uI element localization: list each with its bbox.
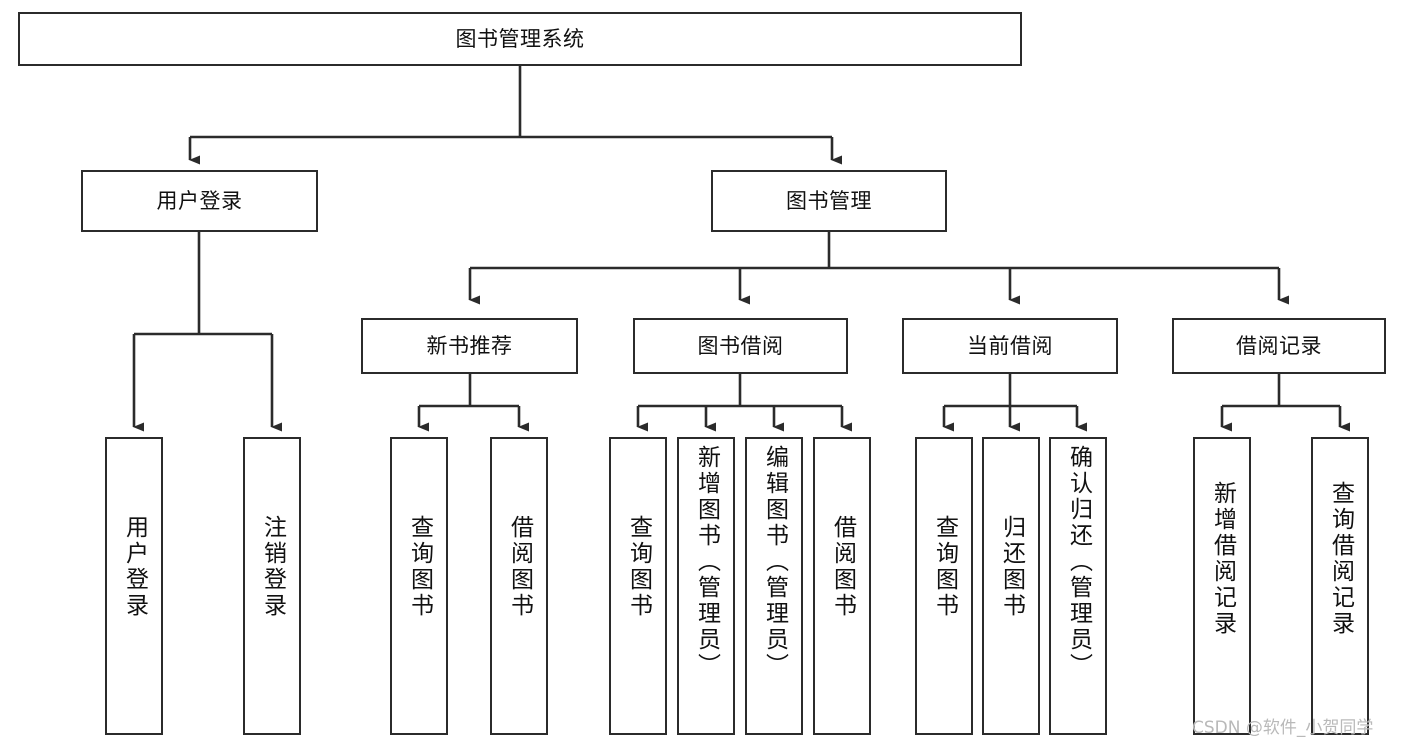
leaf-user-login-login[interactable]: 用户登录 [105,437,163,735]
node-label: 当前借阅 [967,333,1053,358]
leaf-new-book-borrow-book[interactable]: 借阅图书 [490,437,548,735]
node-label: 新增图书（管理员） [693,445,720,679]
node-new-book-recommend[interactable]: 新书推荐 [361,318,578,374]
leaf-current-borrow-confirm-return-admin[interactable]: 确认归还（管理员） [1049,437,1107,735]
leaf-current-borrow-query-book[interactable]: 查询图书 [915,437,973,735]
leaf-book-borrow-add-book-admin[interactable]: 新增图书（管理员） [677,437,735,735]
node-book-borrow[interactable]: 图书借阅 [633,318,848,374]
leaf-book-borrow-query-book[interactable]: 查询图书 [609,437,667,735]
node-label: 归还图书 [998,515,1025,619]
node-user-login[interactable]: 用户登录 [81,170,318,232]
node-label: 新书推荐 [426,333,513,358]
node-label: 查询借阅记录 [1327,481,1354,637]
node-root-system[interactable]: 图书管理系统 [18,12,1022,66]
node-label: 借阅记录 [1236,333,1322,358]
node-label: 借阅图书 [829,515,856,619]
csdn-watermark: CSDN @软件_小贺同学 [1192,718,1374,738]
node-book-management[interactable]: 图书管理 [711,170,947,232]
leaf-new-book-query-book[interactable]: 查询图书 [390,437,448,735]
leaf-user-login-logout[interactable]: 注销登录 [243,437,301,735]
leaf-current-borrow-return-book[interactable]: 归还图书 [982,437,1040,735]
node-label: 图书管理 [786,188,872,213]
leaf-book-borrow-borrow-book[interactable]: 借阅图书 [813,437,871,735]
node-label: 确认归还（管理员） [1065,445,1092,679]
node-borrow-record[interactable]: 借阅记录 [1172,318,1386,374]
node-label: 查询图书 [406,515,433,619]
node-label: 查询图书 [625,515,652,619]
node-label: 编辑图书（管理员） [761,445,788,679]
node-label: 图书管理系统 [455,26,585,51]
node-label: 用户登录 [156,188,243,213]
node-label: 查询图书 [931,515,958,619]
leaf-borrow-record-add-record[interactable]: 新增借阅记录 [1193,437,1251,735]
node-label: 用户登录 [121,515,148,619]
node-label: 借阅图书 [506,515,533,619]
node-label: 新增借阅记录 [1209,481,1236,637]
leaf-borrow-record-query-record[interactable]: 查询借阅记录 [1311,437,1369,735]
node-label: 注销登录 [259,515,286,619]
node-current-borrow[interactable]: 当前借阅 [902,318,1118,374]
node-label: 图书借阅 [697,333,784,358]
leaf-book-borrow-edit-book-admin[interactable]: 编辑图书（管理员） [745,437,803,735]
